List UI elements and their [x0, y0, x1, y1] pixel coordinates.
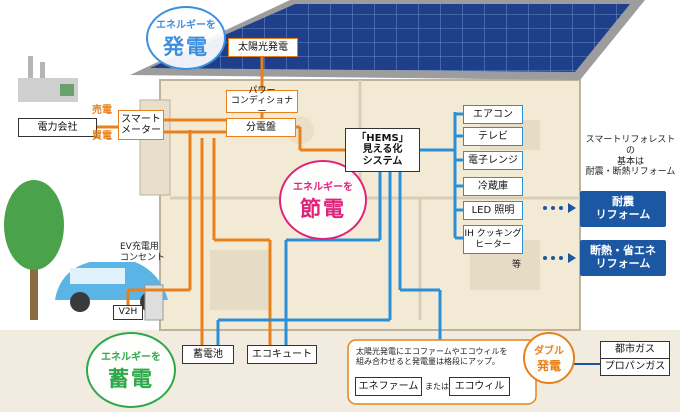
appliance-fridge: 冷蔵庫: [463, 177, 523, 196]
city-gas-box: 都市ガス: [600, 341, 670, 359]
seismic-reform-box: 耐震 リフォーム: [580, 191, 666, 227]
power-lines: [97, 57, 345, 345]
double-note: 太陽光発電にエコファームやエコウィルを 組み合わせると発電量は格段にアップ。: [356, 347, 508, 366]
v2h-box: V2H: [113, 305, 143, 320]
ecowill-box: エコウィル: [449, 377, 510, 396]
circle-double: ダブル 発電: [523, 332, 575, 384]
appliance-microwave: 電子レンジ: [463, 151, 523, 170]
power-company-box: 電力会社: [18, 118, 97, 137]
circle-store: エネルギーを 蓄電: [86, 332, 176, 408]
ev-outlet-label: EV充電用 コンセント: [120, 242, 166, 263]
buy-label: 買電: [92, 131, 112, 142]
ev-charger-icon: [144, 284, 164, 321]
data-lines: [216, 112, 463, 345]
appliance-tv: テレビ: [463, 127, 523, 146]
ecocute-box: エコキュート: [247, 345, 317, 364]
appliance-led: LED 照明: [463, 201, 523, 220]
hems-box: 「HEMS」 見える化 システム: [345, 128, 420, 172]
appliance-aircon: エアコン: [463, 105, 523, 124]
power-conditioner-box: パワー コンディショナー: [226, 86, 298, 117]
reform-arrows: [543, 203, 576, 263]
battery-box: 蓄電池: [182, 345, 234, 364]
solar-box: 太陽光発電: [228, 38, 298, 57]
power-plant-icon: [18, 56, 78, 102]
appliance-ih: IH クッキング ヒーター: [463, 225, 523, 254]
enefarm-box: エネファーム: [355, 377, 422, 396]
tree: [4, 180, 64, 320]
circle-generate: エネルギーを 発電: [146, 6, 226, 70]
sell-label: 売電: [92, 105, 112, 116]
etc-label: 等: [512, 260, 522, 270]
propane-box: プロパンガス: [600, 358, 670, 376]
distribution-board-box: 分電盤: [226, 118, 296, 137]
circle-save: エネルギーを 節電: [279, 160, 367, 240]
reform-intro: スマートリフォレストの 基本は 耐震・断熱リフォーム: [585, 135, 676, 178]
insulation-reform-box: 断熱・省エネ リフォーム: [580, 240, 666, 276]
smart-meter-box: スマート メーター: [118, 110, 164, 140]
or-label: または: [425, 382, 449, 391]
